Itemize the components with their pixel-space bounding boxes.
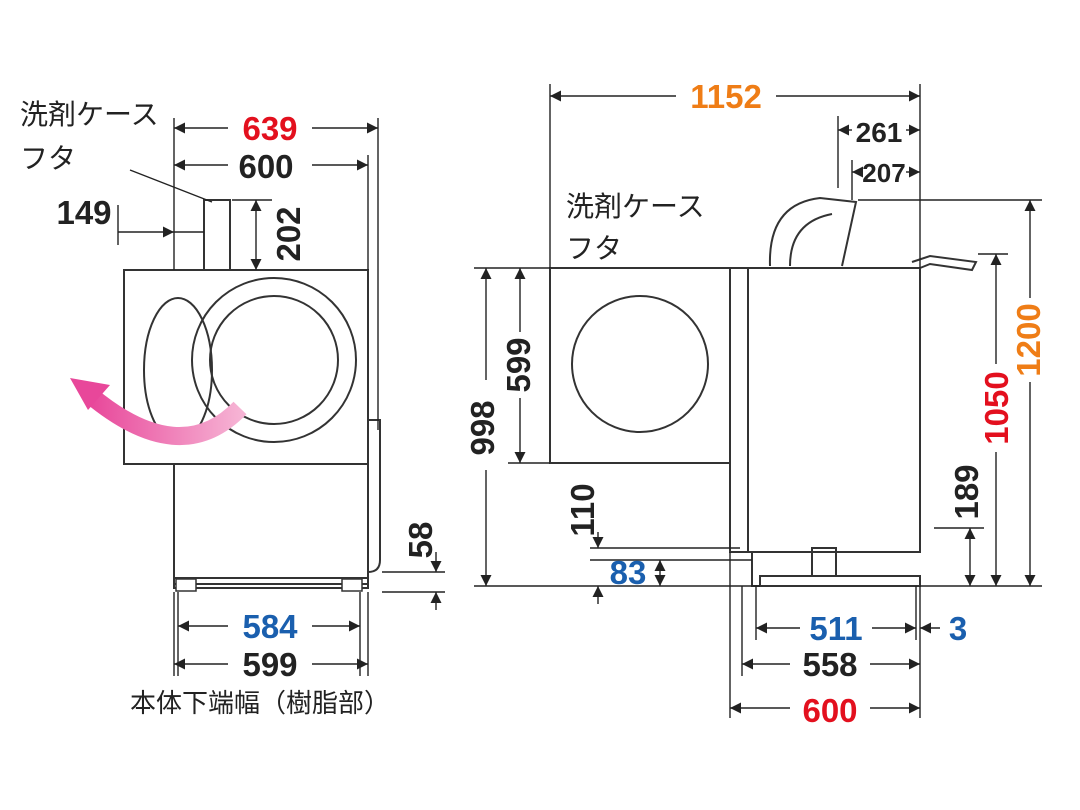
dim-1200: 1200 xyxy=(1010,303,1047,376)
side-view: 洗剤ケース フタ 1152 261 207 998 599 110 xyxy=(464,78,1047,729)
door-swing-arrowhead-icon xyxy=(70,378,110,410)
side-door-circle xyxy=(571,295,709,433)
dim-58: 58 xyxy=(402,522,439,559)
dim-261: 261 xyxy=(856,117,903,148)
dim-83: 83 xyxy=(610,554,647,591)
dim-599: 599 xyxy=(242,646,297,683)
dim-202: 202 xyxy=(270,206,307,261)
front-door-outer xyxy=(191,277,357,443)
dim-1152: 1152 xyxy=(690,78,762,115)
dim-639: 639 xyxy=(242,110,297,147)
dim-side-600: 600 xyxy=(802,692,857,729)
front-door-open xyxy=(143,297,213,443)
side-lid-label-line1: 洗剤ケース xyxy=(566,190,705,223)
side-base-drain xyxy=(811,547,837,577)
front-foot-left xyxy=(175,578,197,592)
dim-511: 511 xyxy=(809,610,862,647)
front-drain-hose xyxy=(367,419,381,573)
front-lower-body xyxy=(173,463,369,585)
door-swing-arrow-icon xyxy=(84,388,247,445)
side-main-body xyxy=(729,267,921,553)
dim-110: 110 xyxy=(564,483,601,536)
side-lid xyxy=(768,196,858,267)
front-base xyxy=(173,577,369,589)
side-base-front xyxy=(740,551,760,587)
dim-side-599: 599 xyxy=(500,337,537,392)
dim-149: 149 xyxy=(56,194,111,231)
front-lid-leader xyxy=(129,169,213,203)
front-lid-label-line2: フタ xyxy=(20,142,76,175)
side-back-hose xyxy=(911,254,978,272)
front-foot-right xyxy=(341,578,363,592)
dim-1050: 1050 xyxy=(978,371,1015,444)
front-lid xyxy=(203,199,231,271)
dim-998: 998 xyxy=(464,400,501,455)
dim-189: 189 xyxy=(948,464,985,519)
side-lid-inner xyxy=(789,213,833,267)
dim-584: 584 xyxy=(242,608,298,645)
front-lid-label-line1: 洗剤ケース xyxy=(20,98,159,131)
side-base-tray xyxy=(759,575,921,587)
side-door-panel xyxy=(549,267,731,464)
side-lid-label-line2: フタ xyxy=(566,232,622,265)
dim-207: 207 xyxy=(862,158,905,188)
dim-3: 3 xyxy=(949,610,967,647)
front-view: 洗剤ケース フタ 639 600 149 202 58 584 xyxy=(20,98,445,719)
dim-558: 558 xyxy=(802,646,857,683)
base-width-caption: 本体下端幅（樹脂部） xyxy=(130,689,390,719)
front-door-inner xyxy=(209,295,339,425)
dim-600: 600 xyxy=(238,148,293,185)
